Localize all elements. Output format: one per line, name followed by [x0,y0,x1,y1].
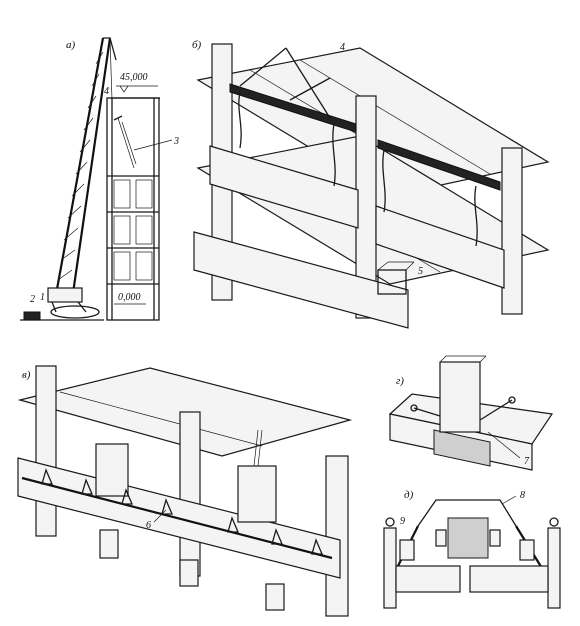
column-v1 [35,365,57,537]
callout-1: 1 [40,292,45,303]
mounting-cage [377,269,407,295]
elevation-base-label: 0,000 [118,292,141,303]
callout-3: 3 [173,136,179,147]
callout-6: 6 [146,520,151,531]
chain-1 [238,91,242,149]
elevation-top-arrow [119,85,129,93]
crane-boom [53,37,117,301]
panel-g-column [439,361,481,433]
column-b3 [501,147,523,315]
lifting-traverse-right [377,139,501,191]
callout-4-a: 4 [104,86,109,97]
panel-g: г) 7 [388,355,554,471]
callout-7: 7 [524,456,530,467]
panel-v-rail [21,476,333,560]
panel-d-label: д) [404,489,414,501]
chain-3 [382,149,386,213]
callout-2: 2 [30,294,35,305]
panel-d-slab-left [395,565,461,593]
leader-3 [133,139,173,151]
panel-g-socket [433,429,491,467]
elevation-top-label: 45,000 [120,72,148,83]
panel-v: в) 6 [17,365,353,617]
panel-d-pad-right [489,529,501,547]
panel-b-label: б) [192,39,202,51]
panel-g-clamp-right [479,399,513,421]
ground-beam [193,231,409,329]
panel-d-screw-right [519,539,535,561]
clamps [41,468,323,555]
column-v3 [325,455,349,617]
panel-d-post-right [547,527,561,609]
panel-d-slab-right [469,565,549,593]
panel-b: б) 4 5 [192,39,550,329]
panel-g-clamp-left [413,407,441,417]
panel-v-label: в) [22,369,31,381]
panel-d-pad-left [435,529,447,547]
panel-d-screw-left [399,539,415,561]
crossbar-b1 [209,145,359,229]
pier-1 [99,529,119,559]
callout-4-b: 4 [340,42,345,53]
callout-8: 8 [520,490,525,501]
panel-d-column [447,517,489,559]
panel-v-block-2 [237,465,277,523]
panel-d: д) 8 9 [383,489,561,609]
column-v2 [179,411,201,577]
chain-4 [474,185,478,247]
building-elevation [106,97,160,321]
panel-d-yoke [417,499,517,527]
callout-5: 5 [418,266,423,277]
leader-7 [487,431,521,459]
panel-a-label: а) [66,39,76,51]
callout-9: 9 [400,516,405,527]
leader-8 [501,495,517,505]
leader-6 [153,509,167,523]
chain-2 [332,123,336,187]
crane-base [20,287,104,321]
lifting-traverse-left [229,83,357,133]
panel-v-block-1 [95,443,129,497]
crossbar-b2 [375,205,505,289]
panel-g-label: г) [396,375,404,387]
panel-a: а) [20,37,179,321]
pier-2 [179,559,199,587]
pier-3 [265,583,285,611]
panel-d-post-left [383,527,397,609]
